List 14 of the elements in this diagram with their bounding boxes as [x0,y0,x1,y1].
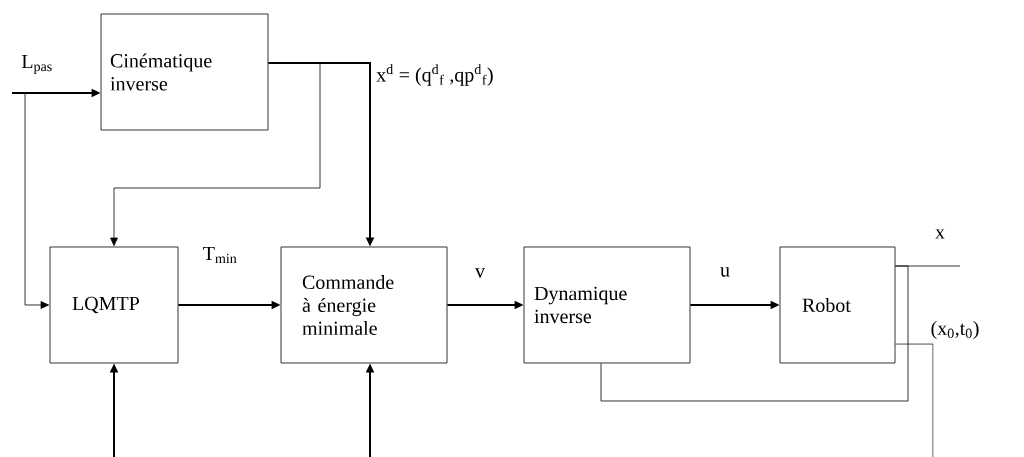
edge-label: T$_{min}$ [203,246,237,264]
arrow [24,92,50,309]
signal-label: L$_{pas}$ [21,54,52,75]
arrow [110,62,321,246]
block-box: Dynamique inverse [523,246,691,364]
block-box: Cinématique inverse [100,13,269,131]
signal-label: (x$_{0}$,t$_{0}$) [931,320,979,340]
signal-label: x$^{d}$ = (q$^{d}$$_{f}$ ,qp$^{d}$$_{f}$) [376,64,493,86]
block-box: Commande à énergie minimale [280,246,448,364]
edge-label: x [935,229,945,239]
block-box: LQMTP [49,246,179,364]
block-box: Robot [779,246,896,364]
edge-label: u [720,267,730,277]
edge-label: v [475,268,485,278]
